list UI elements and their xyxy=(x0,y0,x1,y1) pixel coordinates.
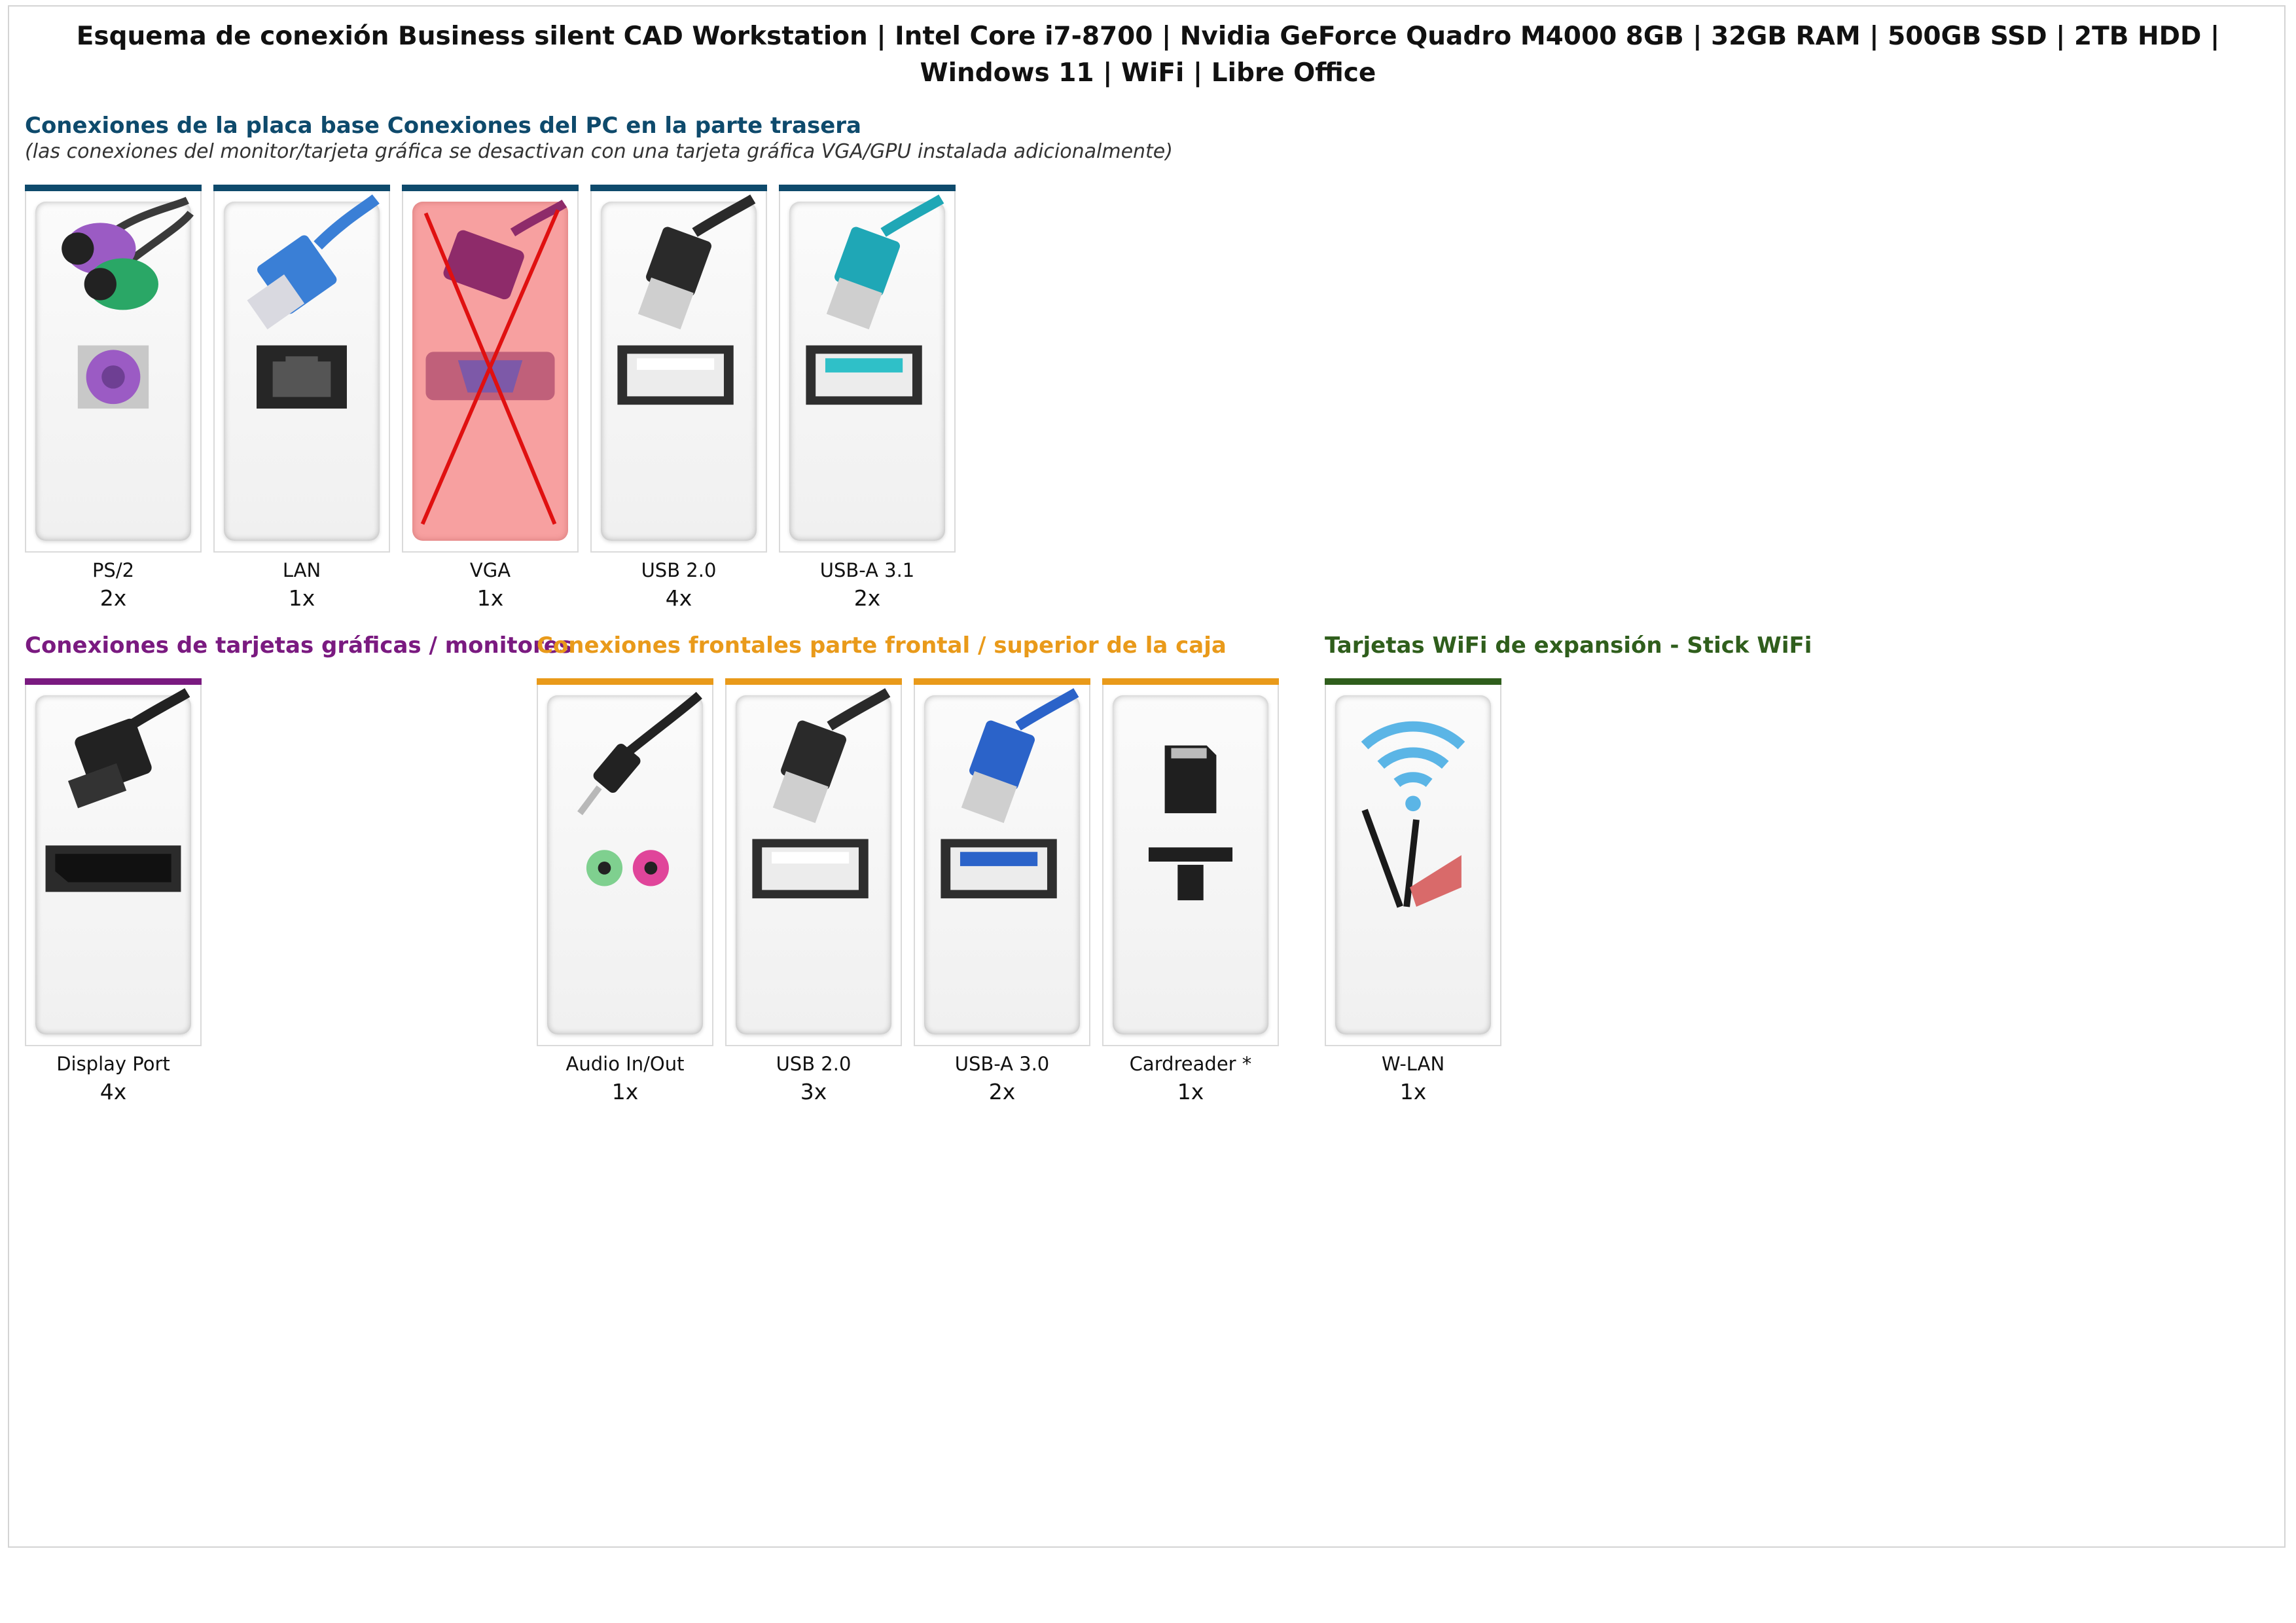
ps2-connector-icon xyxy=(62,196,194,409)
card-accent-bar xyxy=(725,678,902,685)
port-card-wlan xyxy=(1325,678,1501,1046)
card-accent-bar xyxy=(914,678,1090,685)
port-count: 4x xyxy=(99,1079,127,1104)
port-label: USB 2.0 xyxy=(641,559,717,581)
section-title-gpu: Conexiones de tarjetas gráficas / monito… xyxy=(25,632,573,659)
port-label: USB-A 3.0 xyxy=(954,1053,1050,1075)
port-count: 1x xyxy=(611,1079,639,1104)
lan-connector-icon xyxy=(247,194,380,409)
section-title-wifi: Tarjetas WiFi de expansión - Stick WiFi xyxy=(1325,632,1812,659)
card-accent-bar xyxy=(25,185,202,191)
port-card-usb-a-30 xyxy=(914,678,1090,1046)
card-accent-bar xyxy=(1102,678,1279,685)
audio-jack-icon xyxy=(577,691,702,886)
card-accent-bar xyxy=(402,185,579,191)
card-accent-bar xyxy=(779,185,956,191)
cardreader-icon xyxy=(1148,745,1233,901)
port-label: Cardreader * xyxy=(1129,1053,1252,1075)
port-card-front-usb-2 xyxy=(725,678,902,1046)
port-label: VGA xyxy=(469,559,511,581)
port-count: 1x xyxy=(1399,1079,1427,1104)
port-count: 1x xyxy=(1177,1079,1204,1104)
wifi-icon xyxy=(1361,721,1465,908)
port-label: LAN xyxy=(282,559,321,581)
usb-a-31-connector-icon xyxy=(806,194,944,405)
card-accent-bar xyxy=(537,678,713,685)
port-card-usb-2 xyxy=(590,185,767,553)
port-count: 1x xyxy=(288,585,315,611)
port-card-displayport xyxy=(25,678,202,1046)
usb-2-connector-icon xyxy=(752,688,891,899)
section-title-front: Conexiones frontales parte frontal / sup… xyxy=(537,632,1227,659)
card-accent-bar xyxy=(1325,678,1501,685)
page-frame xyxy=(8,5,2286,1548)
port-label: Audio In/Out xyxy=(565,1053,685,1075)
port-card-audio xyxy=(537,678,713,1046)
port-card-lan xyxy=(213,185,390,553)
section-note-motherboard: (las conexiones del monitor/tarjeta gráf… xyxy=(25,140,1173,163)
port-label: W-LAN xyxy=(1381,1053,1445,1075)
port-count: 3x xyxy=(800,1079,827,1104)
port-card-vga xyxy=(402,185,579,553)
port-count: 1x xyxy=(476,585,504,611)
section-title-motherboard: Conexiones de la placa base Conexiones d… xyxy=(25,113,861,139)
page-title: Esquema de conexión Business silent CAD … xyxy=(76,22,2220,88)
card-accent-bar xyxy=(25,678,202,685)
port-count: 4x xyxy=(665,585,692,611)
port-card-ps2 xyxy=(25,185,202,553)
card-accent-bar xyxy=(213,185,390,191)
port-label: PS/2 xyxy=(92,559,135,581)
usb-a-30-connector-icon xyxy=(941,688,1079,899)
port-count: 2x xyxy=(853,585,881,611)
port-count: 2x xyxy=(99,585,127,611)
port-count: 2x xyxy=(988,1079,1016,1104)
card-accent-bar xyxy=(590,185,767,191)
displayport-connector-icon xyxy=(45,688,190,892)
vga-connector-icon xyxy=(420,199,567,525)
port-card-cardreader xyxy=(1102,678,1279,1046)
port-card-usb-a-31 xyxy=(779,185,956,553)
usb-2-connector-icon xyxy=(617,194,756,405)
port-label: USB-A 3.1 xyxy=(819,559,915,581)
port-label: USB 2.0 xyxy=(776,1053,852,1075)
port-label: Display Port xyxy=(56,1053,170,1075)
